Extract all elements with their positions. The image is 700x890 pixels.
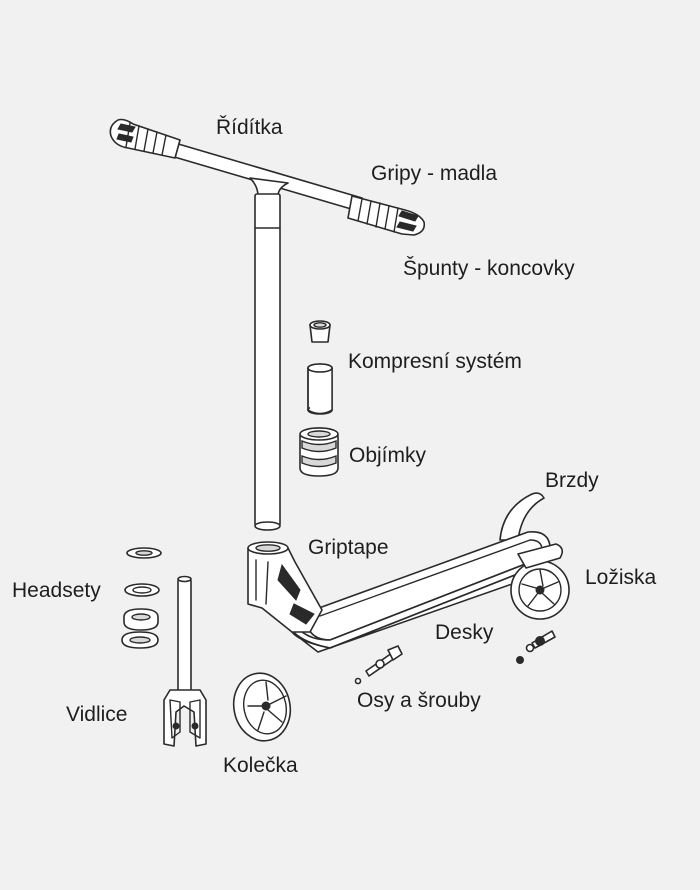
axles-bolts-illustration [354,630,556,685]
deck-illustration [247,530,570,653]
label-forks: Vidlice [66,703,128,726]
label-clamps: Objímky [349,444,427,467]
compression-system-illustration [307,320,333,415]
label-brakes: Brzdy [545,469,599,492]
label-handlebar: Řídítka [216,116,283,139]
label-headsets: Headsety [12,579,101,602]
label-bar-ends: Špunty - koncovky [403,257,575,280]
label-grips: Gripy - madla [371,162,498,185]
label-griptape: Griptape [308,536,389,559]
brake-illustration [499,492,545,541]
label-compression: Kompresní systém [348,350,522,373]
clamp-illustration [299,427,339,477]
headset-illustration [121,547,162,649]
label-bearings: Ložiska [585,566,657,589]
label-axles-bolts: Osy a šrouby [357,689,481,712]
handlebar-illustration [109,118,426,531]
label-wheels: Kolečka [223,754,298,777]
fork-illustration [163,575,207,747]
label-decks: Desky [435,621,494,644]
wheel-illustration [232,672,292,742]
